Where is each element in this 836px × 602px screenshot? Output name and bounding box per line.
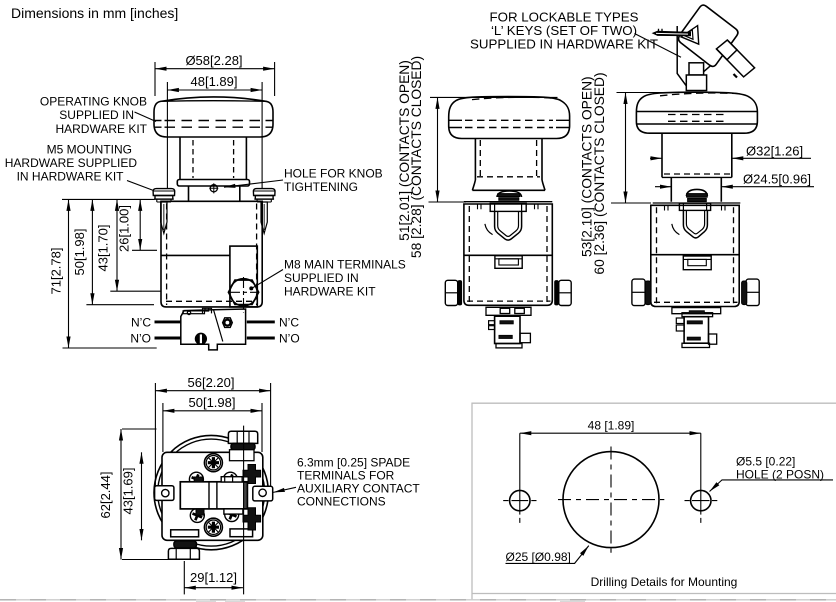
svg-text:SUPPLIED IN: SUPPLIED IN xyxy=(59,108,134,122)
svg-text:CONNECTIONS: CONNECTIONS xyxy=(297,495,386,509)
svg-text:SUPPLIED IN: SUPPLIED IN xyxy=(284,271,359,285)
svg-text:50[1.98]: 50[1.98] xyxy=(189,395,236,410)
svg-text:Ø25 [Ø0.98]: Ø25 [Ø0.98] xyxy=(506,550,571,564)
svg-text:43[1.69]: 43[1.69] xyxy=(121,468,136,515)
svg-text:Drilling Details for Mounting: Drilling Details for Mounting xyxy=(591,575,738,589)
svg-text:TERMINALS FOR: TERMINALS FOR xyxy=(297,469,395,483)
svg-text:Ø32[1.26]: Ø32[1.26] xyxy=(746,143,803,158)
svg-text:50[1.98]: 50[1.98] xyxy=(72,229,87,276)
svg-text:Ø5.5 [0.22]: Ø5.5 [0.22] xyxy=(736,455,795,469)
svg-text:‘L’ KEYS (SET OF TWO): ‘L’ KEYS (SET OF TWO) xyxy=(491,23,637,38)
svg-text:58 [2.28] (CONTACTS CLOSED): 58 [2.28] (CONTACTS CLOSED) xyxy=(409,56,424,258)
svg-text:M8 MAIN TERMINALS: M8 MAIN TERMINALS xyxy=(284,258,406,272)
svg-text:6.3mm [0.25] SPADE: 6.3mm [0.25] SPADE xyxy=(297,456,410,470)
svg-text:71[2.78]: 71[2.78] xyxy=(49,248,64,295)
svg-text:AUXILIARY CONTACT: AUXILIARY CONTACT xyxy=(297,482,420,496)
svg-text:N’O: N’O xyxy=(130,331,151,345)
svg-text:HARDWARE KIT: HARDWARE KIT xyxy=(284,285,376,299)
svg-text:29[1.12]: 29[1.12] xyxy=(190,570,237,585)
svg-text:62[2.44]: 62[2.44] xyxy=(98,472,113,519)
svg-text:51[2.01] (CONTACTS OPEN): 51[2.01] (CONTACTS OPEN) xyxy=(397,60,412,241)
svg-text:43[1.70]: 43[1.70] xyxy=(96,225,111,272)
svg-text:HOLE (2 POSN): HOLE (2 POSN) xyxy=(736,468,824,482)
svg-text:IN HARDWARE KIT: IN HARDWARE KIT xyxy=(17,170,125,184)
svg-text:56[2.20]: 56[2.20] xyxy=(188,375,235,390)
svg-text:HOLE FOR KNOB: HOLE FOR KNOB xyxy=(284,167,383,181)
svg-text:Ø24.5[0.96]: Ø24.5[0.96] xyxy=(743,171,811,186)
svg-text:SUPPLIED IN HARDWARE KIT: SUPPLIED IN HARDWARE KIT xyxy=(470,37,658,52)
svg-text:TIGHTENING: TIGHTENING xyxy=(284,180,358,194)
svg-text:48 [1.89]: 48 [1.89] xyxy=(588,419,635,433)
svg-text:FOR LOCKABLE TYPES: FOR LOCKABLE TYPES xyxy=(489,10,638,25)
svg-text:OPERATING KNOB: OPERATING KNOB xyxy=(40,95,147,109)
svg-text:Ø58[2.28]: Ø58[2.28] xyxy=(185,53,242,68)
svg-text:60 [2.36] (CONTACTS CLOSED): 60 [2.36] (CONTACTS CLOSED) xyxy=(592,72,607,274)
svg-text:N’O: N’O xyxy=(279,331,300,345)
svg-text:HARDWARE KIT: HARDWARE KIT xyxy=(55,122,147,136)
svg-text:N’C: N’C xyxy=(279,315,299,329)
svg-text:M5 MOUNTING: M5 MOUNTING xyxy=(47,143,132,157)
svg-text:HARDWARE SUPPLIED: HARDWARE SUPPLIED xyxy=(5,156,138,170)
svg-text:48[1.89]: 48[1.89] xyxy=(191,74,238,89)
svg-text:N’C: N’C xyxy=(131,315,151,329)
svg-text:53[2.10] (CONTACTS OPEN): 53[2.10] (CONTACTS OPEN) xyxy=(580,76,595,257)
svg-text:Dimensions in mm [inches]: Dimensions in mm [inches] xyxy=(11,5,178,21)
svg-text:26[1.00]: 26[1.00] xyxy=(117,205,132,252)
